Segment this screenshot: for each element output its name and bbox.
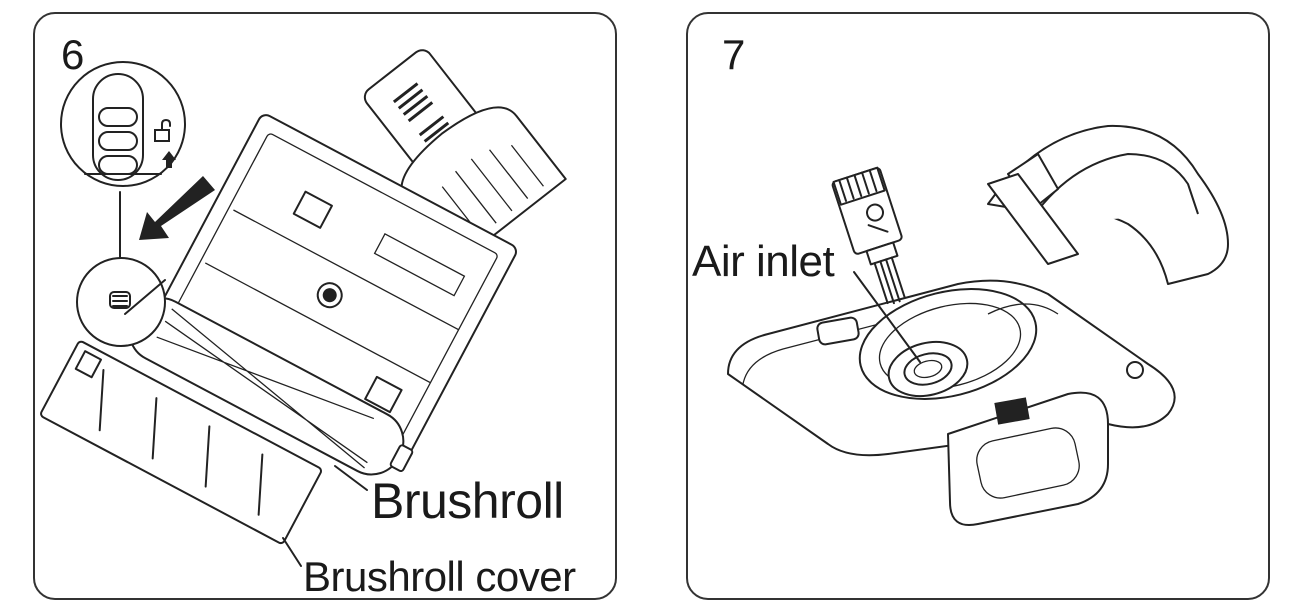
latch-detail: [84, 73, 162, 181]
air-inlet-label: Air inlet: [692, 237, 835, 286]
step-7-panel: 7: [686, 12, 1270, 600]
step-number: 6: [61, 31, 85, 78]
direction-arrow-icon: [139, 176, 215, 240]
step-number: 7: [722, 31, 746, 78]
brushroll-cover-label: Brushroll cover: [303, 553, 576, 600]
up-arrow-icon: [162, 151, 176, 168]
air-inlet-cleaning-illustration: [727, 124, 1229, 526]
brushroll-removal-illustration: [40, 49, 567, 567]
cleaning-brush-icon: [831, 166, 906, 305]
step-6-panel: 6: [33, 12, 617, 600]
brushroll-label: Brushroll: [371, 473, 564, 529]
unlock-icon: [154, 119, 171, 142]
